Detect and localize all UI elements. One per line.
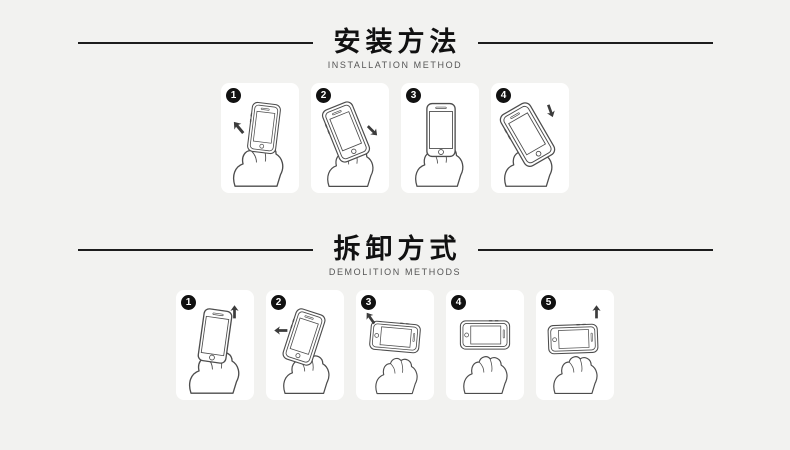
section-removal: 拆卸方式 DEMOLITION METHODS 1 2 bbox=[0, 233, 790, 400]
step-number-badge: 2 bbox=[316, 88, 331, 103]
removal-step-5: 5 bbox=[536, 290, 614, 400]
phone-icon bbox=[426, 102, 456, 158]
title-rule-right bbox=[477, 248, 713, 251]
installation-title-en: INSTALLATION METHOD bbox=[327, 60, 463, 70]
install-step-4: 4 bbox=[491, 83, 569, 193]
hand-icon bbox=[375, 357, 418, 395]
installation-title-cn: 安装方法 bbox=[333, 27, 462, 57]
removal-step-3-illustration bbox=[363, 310, 422, 395]
arrow-icon bbox=[364, 123, 381, 139]
step-number-badge: 3 bbox=[361, 295, 376, 310]
removal-step-1-illustration bbox=[188, 305, 240, 394]
step-number-badge: 1 bbox=[226, 88, 241, 103]
step-number-badge: 4 bbox=[451, 295, 466, 310]
section-installation: 安装方法 INSTALLATION METHOD 1 2 bbox=[0, 26, 790, 193]
removal-step-2: 2 bbox=[266, 290, 344, 400]
phone-case-icon bbox=[459, 320, 511, 350]
removal-steps: 1 2 3 bbox=[0, 290, 790, 400]
removal-title-en: DEMOLITION METHODS bbox=[328, 267, 462, 277]
instruction-graphic: 安装方法 INSTALLATION METHOD 1 2 bbox=[0, 26, 790, 400]
arrow-icon bbox=[544, 103, 557, 119]
title-rule-left bbox=[77, 248, 313, 251]
step-number-badge: 2 bbox=[271, 295, 286, 310]
removal-title-cn: 拆卸方式 bbox=[333, 234, 462, 264]
phone-case-icon bbox=[245, 101, 282, 155]
install-step-2-illustration bbox=[319, 99, 381, 188]
phone-case-icon bbox=[368, 319, 422, 354]
install-step-1-illustration bbox=[230, 101, 284, 187]
install-step-3: 3 bbox=[401, 83, 479, 193]
arrow-icon bbox=[592, 305, 601, 319]
install-step-1: 1 bbox=[221, 83, 299, 193]
title-rule-right bbox=[477, 41, 713, 44]
removal-step-4-illustration bbox=[459, 320, 511, 395]
installation-steps: 1 2 3 bbox=[0, 83, 790, 193]
phone-case-icon bbox=[319, 99, 372, 165]
removal-step-1: 1 bbox=[176, 290, 254, 400]
arrow-icon bbox=[230, 118, 247, 136]
removal-step-3: 3 bbox=[356, 290, 434, 400]
install-step-3-illustration bbox=[415, 102, 464, 187]
install-step-2: 2 bbox=[311, 83, 389, 193]
removal-step-2-illustration bbox=[274, 306, 330, 395]
hand-icon bbox=[553, 356, 598, 395]
step-number-badge: 4 bbox=[496, 88, 511, 103]
title-rule-left bbox=[77, 41, 313, 44]
hand-icon bbox=[463, 356, 508, 395]
removal-step-4: 4 bbox=[446, 290, 524, 400]
step-number-badge: 1 bbox=[181, 295, 196, 310]
step-number-badge: 5 bbox=[541, 295, 556, 310]
install-step-4-illustration bbox=[496, 99, 558, 187]
removal-step-5-illustration bbox=[547, 305, 601, 395]
arrow-icon bbox=[274, 326, 288, 335]
installation-title: 安装方法 bbox=[0, 26, 790, 59]
phone-case-icon bbox=[547, 323, 599, 355]
step-number-badge: 3 bbox=[406, 88, 421, 103]
removal-title: 拆卸方式 bbox=[0, 233, 790, 266]
